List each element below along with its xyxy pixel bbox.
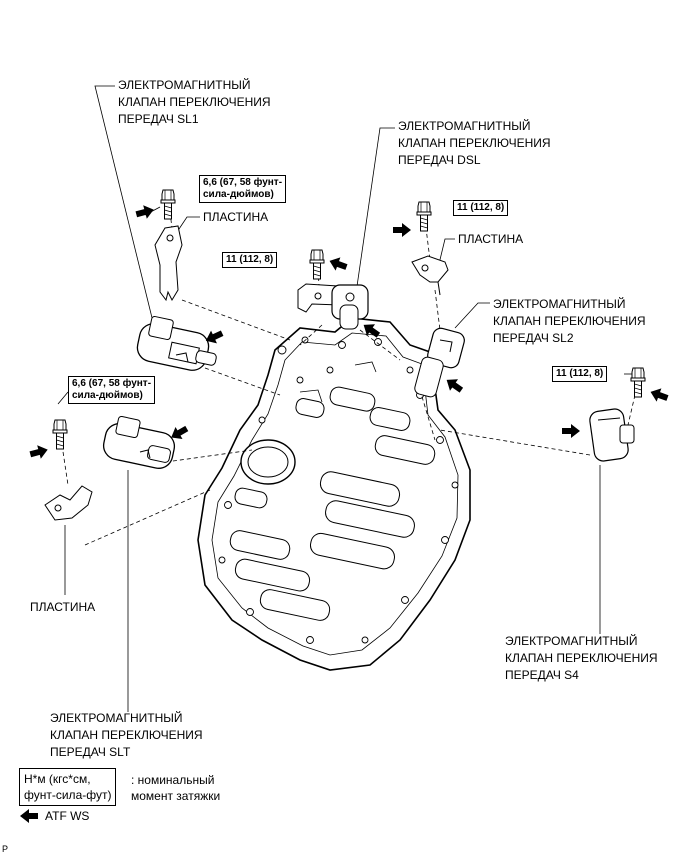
torque-box-sl1: 6,6 (67, 58 фунт- сила-дюймов)	[199, 175, 287, 203]
label-plate-sl1: ПЛАСТИНА	[203, 210, 269, 224]
label-solenoid-sl2: ЭЛЕКТРОМАГНИТНЫЙ КЛАПАН ПЕРЕКЛЮЧЕНИЯ ПЕР…	[493, 296, 646, 347]
torque-box-dsl-lower: 11 (112, 8)	[222, 252, 278, 268]
label-solenoid-dsl: ЭЛЕКТРОМАГНИТНЫЙ КЛАПАН ПЕРЕКЛЮЧЕНИЯ ПЕР…	[398, 118, 551, 169]
arrow-icon	[442, 374, 466, 396]
legend-line: фунт-сила-фут)	[24, 788, 112, 802]
label-line: ПЕРЕДАЧ SLT	[50, 745, 131, 759]
label-plate-left: ПЛАСТИНА	[30, 600, 96, 614]
label-line: КЛАПАН ПЕРЕКЛЮЧЕНИЯ	[398, 136, 551, 150]
arrow-icon	[648, 385, 670, 405]
legend-atf-label: ATF WS	[45, 809, 90, 823]
label-solenoid-sl1: ЭЛЕКТРОМАГНИТНЫЙ КЛАПАН ПЕРЕКЛЮЧЕНИЯ ПЕР…	[118, 77, 271, 128]
label-line: ЭЛЕКТРОМАГНИТНЫЙ	[398, 119, 531, 133]
plate-left-icon	[44, 419, 93, 521]
legend-line: : номинальный	[131, 773, 215, 787]
label-solenoid-s4: ЭЛЕКТРОМАГНИТНЫЙ КЛАПАН ПЕРЕКЛЮЧЕНИЯ ПЕР…	[505, 633, 658, 684]
solenoid-dsl-icon	[297, 201, 449, 330]
label-line: КЛАПАН ПЕРЕКЛЮЧЕНИЯ	[505, 651, 658, 665]
label-line: ЭЛЕКТРОМАГНИТНЫЙ	[118, 78, 251, 92]
torque-line: 6,6 (67, 58 фунт-	[72, 378, 152, 389]
arrow-icon	[327, 254, 349, 274]
valve-body	[197, 317, 471, 671]
leader-lines	[57, 85, 636, 712]
arrow-icon	[393, 223, 411, 237]
label-plate-dsl: ПЛАСТИНА	[458, 232, 524, 246]
label-line: ПЕРЕДАЧ S4	[505, 668, 579, 682]
legend-line: Н*м (кгс*см,	[24, 772, 91, 786]
torque-line: сила-дюймов)	[72, 390, 143, 401]
corner-mark: P	[2, 844, 9, 854]
solenoid-s4-icon	[589, 367, 646, 462]
torque-box-s4: 11 (112, 8)	[552, 366, 608, 382]
arrow-icon	[134, 202, 156, 222]
label-line: ПЕРЕДАЧ DSL	[398, 153, 481, 167]
label-solenoid-slt: ЭЛЕКТРОМАГНИТНЫЙ КЛАПАН ПЕРЕКЛЮЧЕНИЯ ПЕР…	[50, 710, 203, 761]
legend-arrow-icon	[20, 809, 38, 823]
label-line: КЛАПАН ПЕРЕКЛЮЧЕНИЯ	[118, 95, 271, 109]
label-line: ПЕРЕДАЧ SL1	[118, 112, 199, 126]
arrow-icon	[28, 442, 50, 462]
arrow-icon	[562, 424, 580, 438]
label-line: КЛАПАН ПЕРЕКЛЮЧЕНИЯ	[493, 314, 646, 328]
torque-line: 6,6 (67, 58 фунт-	[203, 177, 283, 188]
label-line: ЭЛЕКТРОМАГНИТНЫЙ	[50, 711, 183, 725]
torque-box-dsl-upper: 11 (112, 8)	[453, 200, 509, 216]
solenoid-slt-icon	[102, 415, 176, 469]
legend-torque-text: : номинальный момент затяжки	[131, 772, 220, 804]
label-line: ПЕРЕДАЧ SL2	[493, 331, 574, 345]
label-line: ЭЛЕКТРОМАГНИТНЫЙ	[493, 297, 626, 311]
torque-box-left: 6,6 (67, 58 фунт- сила-дюймов)	[68, 376, 156, 404]
solenoid-sl1-icon	[136, 189, 217, 371]
solenoid-sl2-icon	[414, 327, 465, 398]
legend-line: момент затяжки	[131, 789, 221, 803]
label-line: ЭЛЕКТРОМАГНИТНЫЙ	[505, 634, 638, 648]
legend-torque-box: Н*м (кгс*см, фунт-сила-фут)	[19, 768, 117, 806]
torque-line: сила-дюймов)	[203, 189, 274, 200]
label-line: КЛАПАН ПЕРЕКЛЮЧЕНИЯ	[50, 728, 203, 742]
